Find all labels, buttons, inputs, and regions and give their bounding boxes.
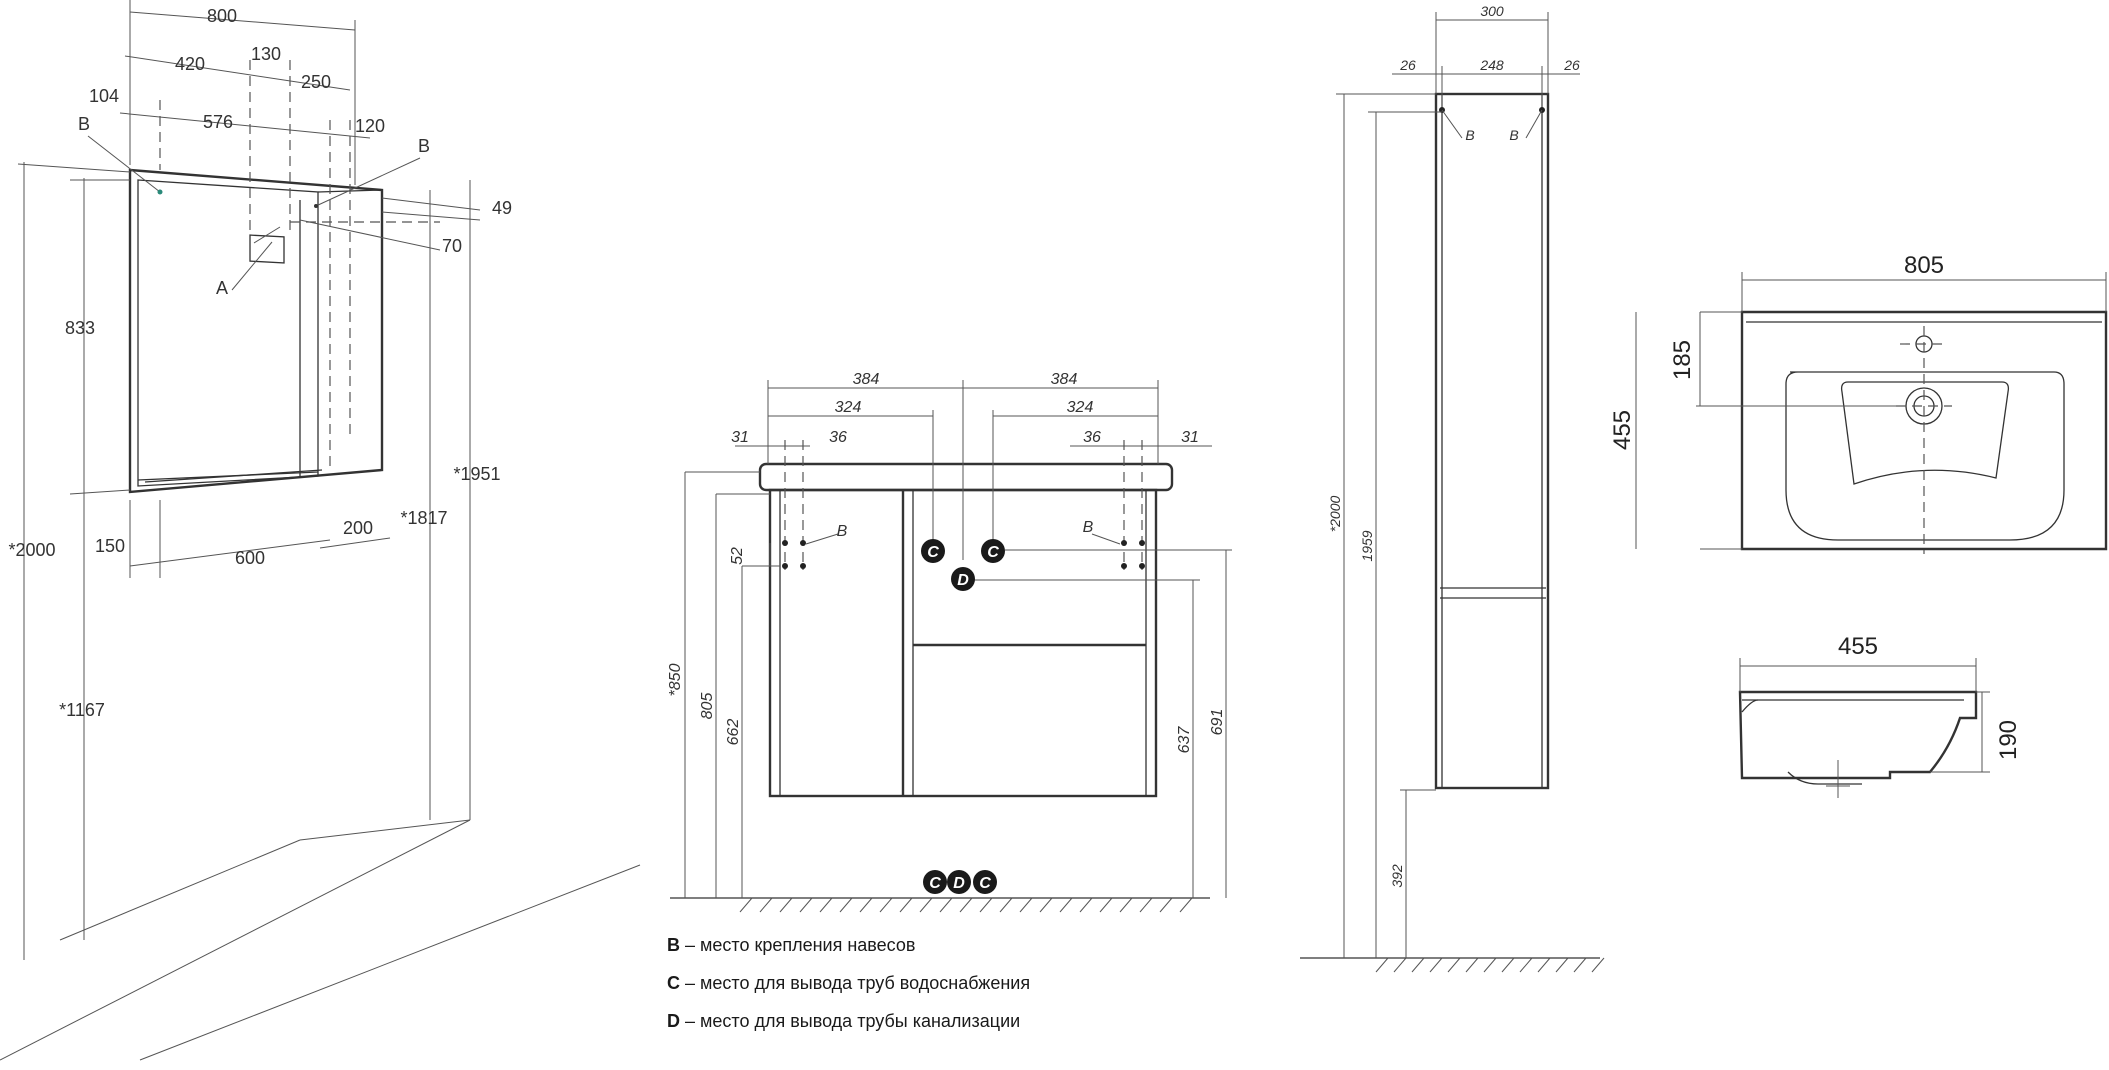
dim-mirror-600: 600	[235, 548, 265, 568]
legend-key-c: C	[667, 973, 680, 993]
dim-vanity-384-right: 384	[1051, 371, 1078, 388]
vanity-marker-d: D	[957, 572, 969, 589]
dim-column-300: 300	[1480, 3, 1504, 19]
legend-key-d: D	[667, 1011, 680, 1031]
vanity-floor-marker-c2: C	[979, 875, 991, 892]
dim-vanity-662: 662	[725, 719, 742, 746]
dim-vanity-324-left: 324	[835, 399, 862, 416]
legend-row-b: B – место крепления навесов	[667, 935, 1030, 973]
dim-mirror-120: 120	[355, 116, 385, 136]
dim-basin-455-depth: 455	[1609, 410, 1636, 450]
column-cabinet-view: 300 26 248 26 B B *2000 1959 392	[1300, 3, 1605, 973]
dim-vanity-691: 691	[1209, 709, 1226, 736]
dim-mirror-2000: *2000	[8, 540, 55, 560]
dim-vanity-36-right: 36	[1083, 429, 1101, 446]
dim-basin-185: 185	[1669, 340, 1696, 380]
dim-mirror-1167: *1167	[59, 700, 105, 720]
legend-text-d: – место для вывода трубы канализации	[680, 1011, 1021, 1031]
vanity-marker-c-left: C	[927, 544, 939, 561]
legend-text-c: – место для вывода труб водоснабжения	[680, 973, 1031, 993]
dim-mirror-150: 150	[95, 536, 125, 556]
dim-basin-805: 805	[1904, 252, 1944, 279]
dim-mirror-833: 833	[65, 318, 95, 338]
dim-mirror-200: 200	[343, 518, 373, 538]
dim-basin-side-455: 455	[1838, 633, 1878, 660]
basin-side-view: 455 190	[1738, 633, 2022, 798]
dim-vanity-850: *850	[667, 663, 684, 696]
dim-mirror-width: 800	[207, 6, 237, 26]
dim-mirror-1817: *1817	[400, 508, 447, 528]
dim-mirror-70: 70	[442, 236, 462, 256]
vanity-hinge-b-left: B	[837, 523, 848, 540]
legend-text-b: – место крепления навесов	[680, 935, 916, 955]
dim-column-1959: 1959	[1359, 530, 1375, 561]
legend-row-d: D – место для вывода трубы канализации	[667, 1011, 1030, 1049]
dim-mirror-1951: *1951	[453, 464, 500, 484]
dim-mirror-130: 130	[251, 44, 281, 64]
legend-row-c: C – место для вывода труб водоснабжения	[667, 973, 1030, 1011]
legend: B – место крепления навесов C – место дл…	[667, 935, 1030, 1049]
dim-vanity-805: 805	[699, 693, 716, 720]
hinge-b-left-label: B	[78, 114, 90, 134]
dim-vanity-52: 52	[729, 547, 746, 565]
dim-mirror-104: 104	[89, 86, 119, 106]
dim-vanity-36-left: 36	[829, 429, 847, 446]
vanity-floor-marker-d: D	[953, 875, 965, 892]
dim-column-392: 392	[1389, 864, 1405, 888]
socket-a-label: A	[216, 278, 228, 298]
dim-vanity-31-right: 31	[1181, 429, 1199, 446]
vanity-floor-marker-c1: C	[929, 875, 941, 892]
dim-mirror-576: 576	[203, 112, 233, 132]
basin-top-view: 805 185 455	[1609, 252, 2108, 554]
column-hinge-b-left: B	[1465, 127, 1474, 143]
dim-vanity-637: 637	[1176, 726, 1193, 754]
dim-mirror-49: 49	[492, 198, 512, 218]
dim-column-26-left: 26	[1399, 57, 1416, 73]
column-hinge-b-right: B	[1509, 127, 1518, 143]
column-floor-hatch	[1375, 957, 1605, 973]
dim-mirror-250: 250	[301, 72, 331, 92]
vanity-floor-hatch	[739, 897, 1193, 913]
hinge-b-right-label: B	[418, 136, 430, 156]
dim-column-26-right: 26	[1563, 57, 1580, 73]
dim-basin-side-190: 190	[1995, 720, 2022, 760]
dim-vanity-31-left: 31	[731, 429, 749, 446]
vanity-front-view: C C D C D C 384 384 324 324 31 36 36 31 …	[667, 371, 1232, 913]
dim-mirror-420: 420	[175, 54, 205, 74]
mirror-cabinet-view: 800 420 130 250 104 576 120 49 70 833 *1…	[0, 0, 641, 1061]
legend-key-b: B	[667, 935, 680, 955]
dim-vanity-324-right: 324	[1067, 399, 1094, 416]
dim-column-248: 248	[1479, 57, 1504, 73]
dim-column-2000: *2000	[1327, 495, 1343, 532]
dim-vanity-384-left: 384	[853, 371, 880, 388]
vanity-hinge-b-right: B	[1083, 519, 1094, 536]
vanity-marker-c-right: C	[987, 544, 999, 561]
